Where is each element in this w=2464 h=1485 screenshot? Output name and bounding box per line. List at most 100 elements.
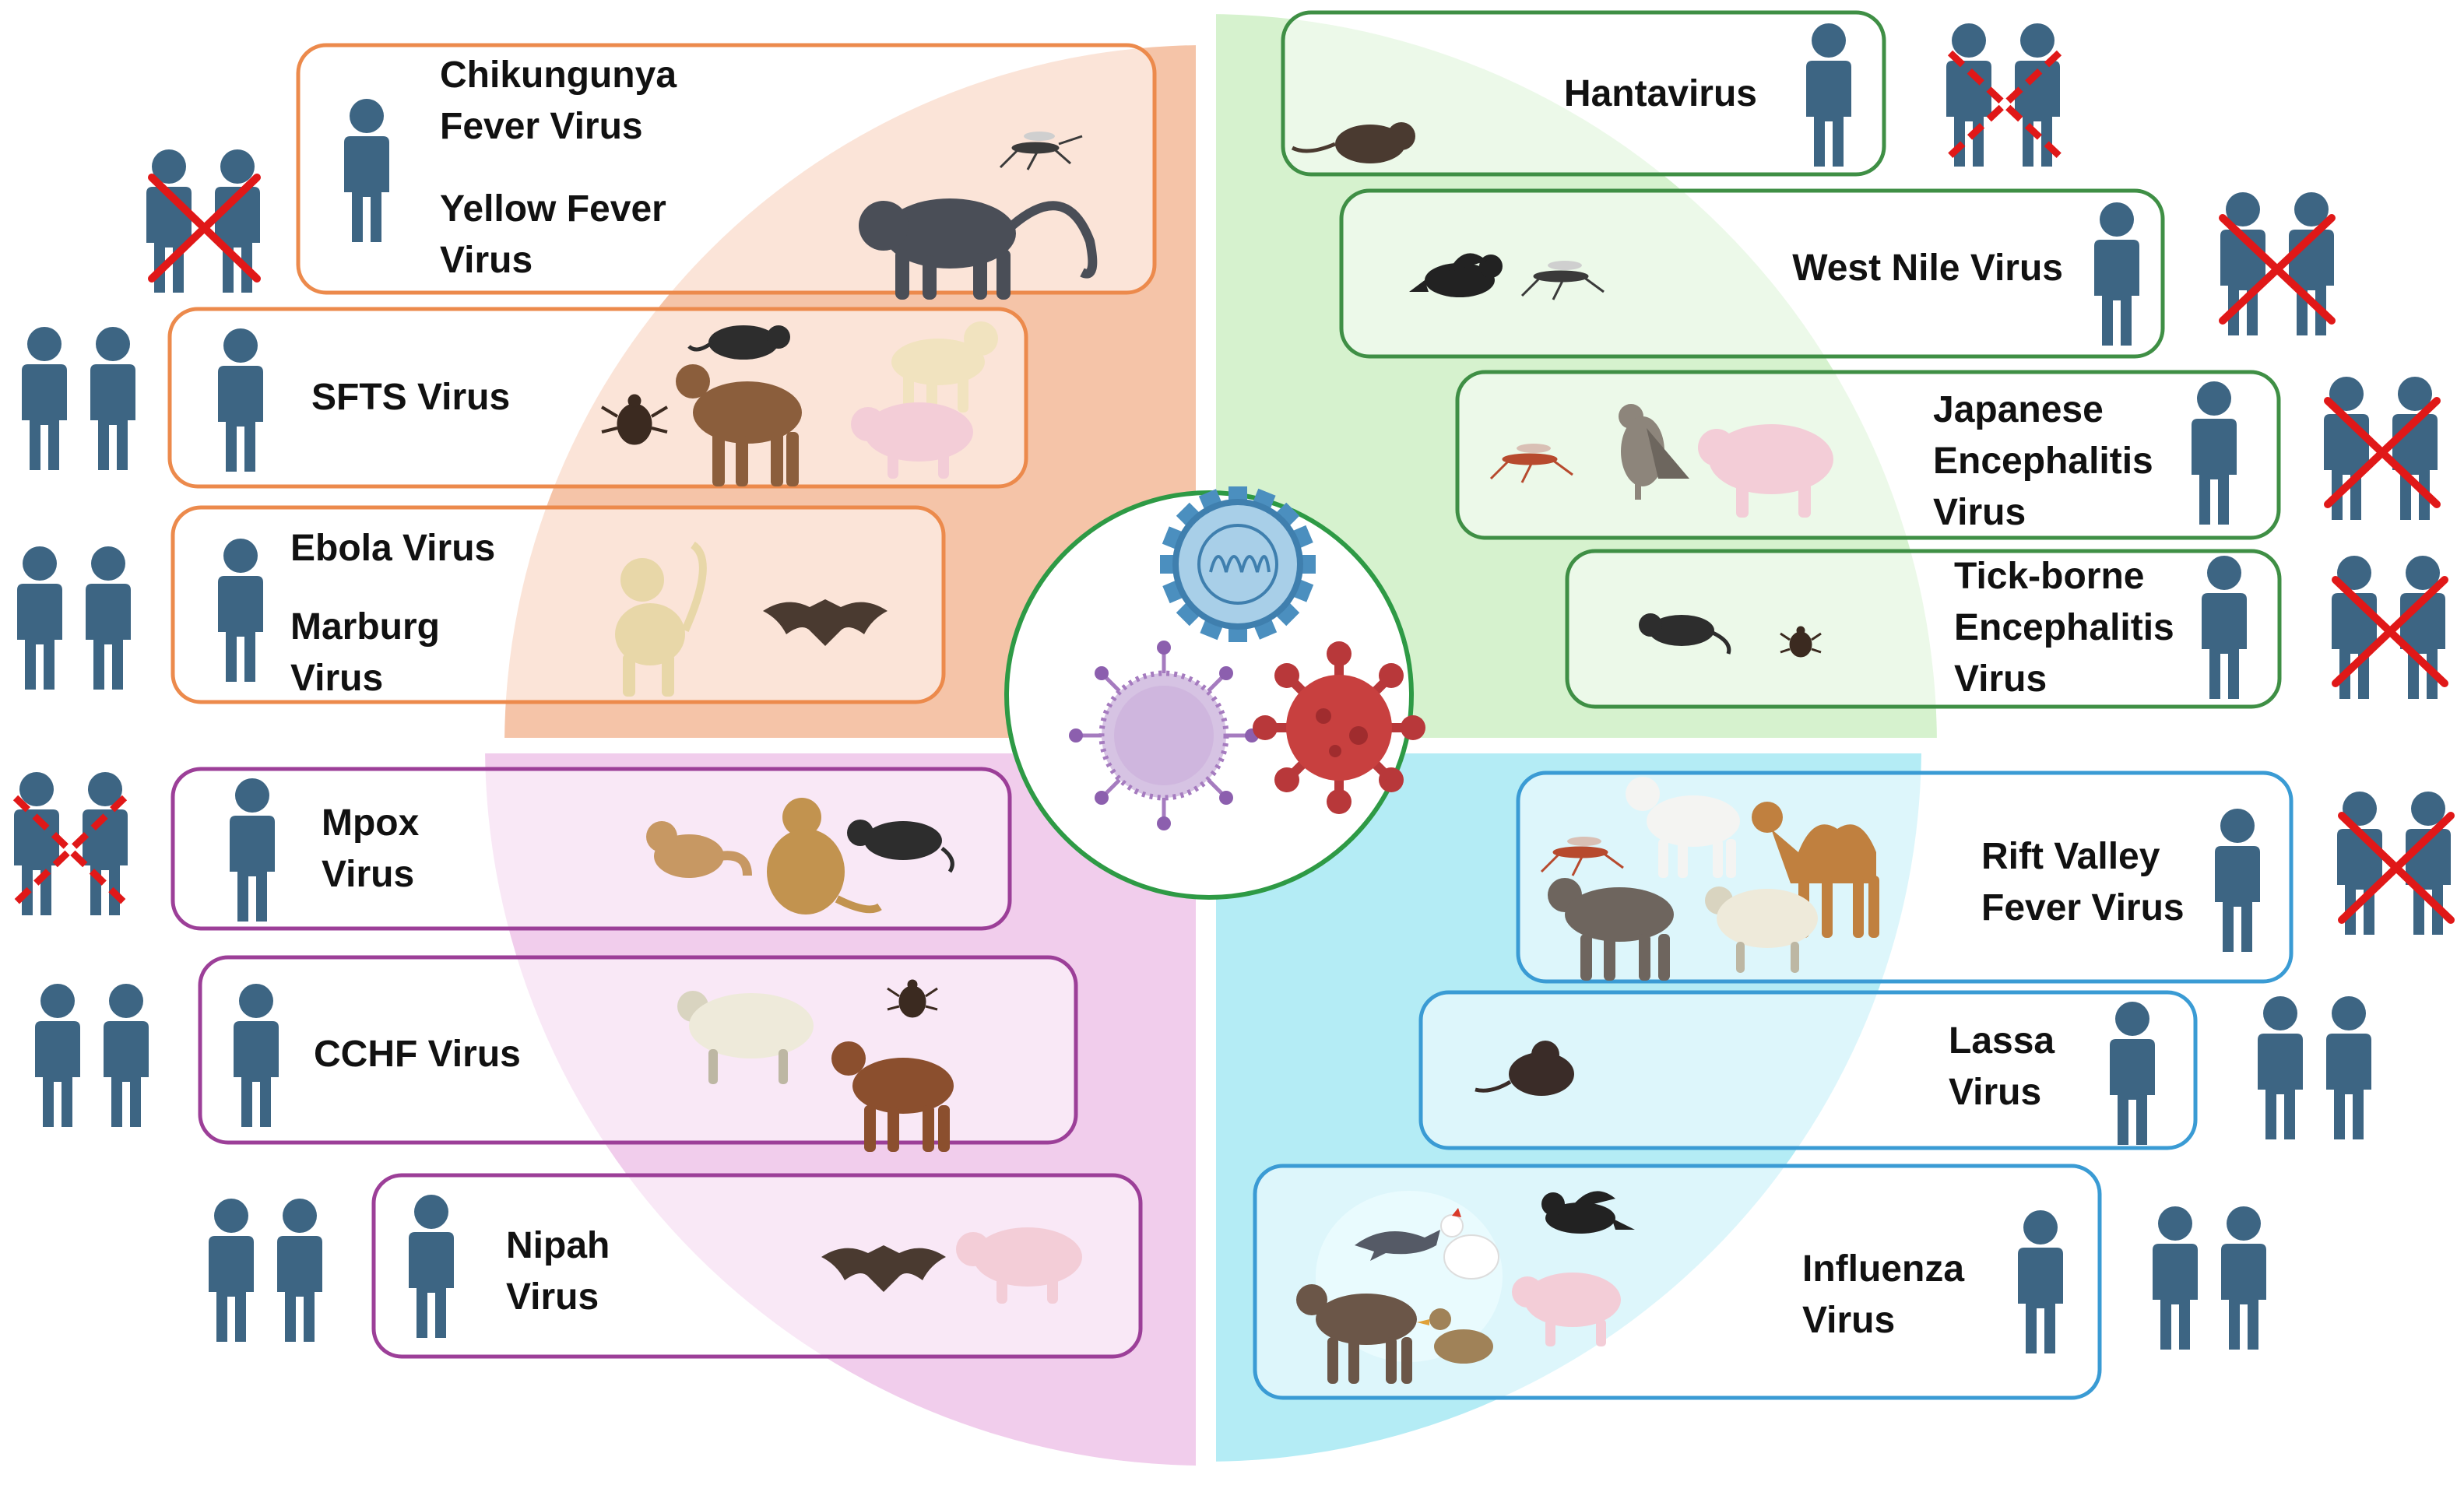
label-west-nile: West Nile Virus	[1792, 243, 2063, 294]
virus-icon	[1069, 641, 1259, 830]
label-line: Encephalitis	[1933, 441, 2153, 482]
label-line: Virus	[440, 240, 533, 281]
mosquito-icon	[1489, 444, 1573, 483]
label-line: Virus	[1949, 1072, 2042, 1113]
card-mpox	[170, 767, 1012, 931]
center-virus-circle	[1004, 486, 1425, 900]
chicken-icon	[1440, 1208, 1499, 1280]
card-influenza	[1253, 1164, 2102, 1400]
label-line: Japanese	[1933, 389, 2104, 430]
mosquito-icon	[1520, 261, 1605, 300]
rat-icon	[1475, 1041, 1574, 1096]
tick-icon	[1780, 626, 1822, 658]
red-cross-icon	[2332, 576, 2448, 687]
label-line: Tick-borne	[1954, 556, 2145, 597]
label-line: SFTS Virus	[311, 377, 511, 418]
monkey-icon	[615, 541, 707, 697]
pig-icon	[1512, 1273, 1621, 1346]
tick-icon	[600, 394, 669, 445]
tick-icon	[887, 979, 938, 1018]
donkey-icon	[1548, 878, 1674, 981]
mosquito-icon	[1540, 837, 1624, 876]
bat-icon	[821, 1245, 946, 1292]
label-cchf: CCHF Virus	[314, 1029, 521, 1080]
label-line: Rift Valley	[1981, 836, 2160, 877]
red-cross-icon	[148, 174, 261, 283]
mosquito-icon	[999, 132, 1083, 170]
rat-icon	[847, 820, 954, 873]
person-pair-icon	[35, 984, 149, 1127]
dog-icon	[891, 321, 998, 412]
label-line: Virus	[322, 854, 415, 895]
dolphin-icon	[1355, 1230, 1440, 1261]
label-line: Fever Virus	[440, 106, 643, 147]
red-cross-icon	[2219, 214, 2336, 325]
person-pair-icon	[17, 546, 131, 690]
rat-icon	[687, 325, 790, 360]
label-line: Nipah	[506, 1225, 610, 1266]
label-line: Virus	[1802, 1300, 1896, 1341]
crow-icon	[1409, 253, 1503, 297]
goat-icon	[1626, 777, 1740, 878]
label-line: Virus	[1954, 658, 2047, 700]
card-japanese-encephalitis	[1455, 370, 2281, 540]
card-cchf	[198, 955, 1078, 1152]
pig-icon	[1698, 424, 1833, 518]
pig-icon	[851, 402, 973, 479]
person-pair-icon	[209, 1199, 322, 1342]
red-cross-icon	[2324, 397, 2441, 508]
label-hantavirus: Hantavirus	[1564, 68, 1757, 120]
person-pair-icon	[2258, 996, 2371, 1139]
chipmunk-icon	[646, 821, 752, 878]
label-line: Virus	[506, 1276, 599, 1318]
label-line: West Nile Virus	[1792, 248, 2063, 289]
duck-icon	[1417, 1308, 1493, 1364]
label-line: Virus	[290, 658, 384, 699]
rat-icon	[1639, 613, 1731, 655]
person-pair-icon	[22, 327, 135, 470]
label-line: Encephalitis	[1954, 607, 2174, 648]
goat-icon	[831, 1041, 954, 1152]
goat-icon	[676, 364, 802, 486]
virus-icon	[1160, 486, 1316, 642]
bat-icon	[763, 599, 888, 646]
card-nipah	[371, 1173, 1143, 1359]
sheep-icon	[1705, 886, 1818, 973]
label-line: Yellow Fever	[440, 188, 666, 230]
label-line: Virus	[1933, 492, 2026, 533]
falcon-icon	[1619, 404, 1689, 500]
card-sfts	[167, 307, 1028, 489]
camel-icon	[1752, 802, 1879, 938]
card-lassa	[1418, 990, 2198, 1150]
card-hantavirus	[1281, 10, 1886, 177]
card-west-nile	[1339, 188, 2165, 359]
red-cross-icon	[2338, 812, 2455, 924]
label-line: Hantavirus	[1563, 73, 1757, 114]
label-line: CCHF Virus	[314, 1034, 521, 1075]
monkey-icon	[859, 198, 1098, 300]
label-line: Mpox	[322, 802, 420, 844]
pig-icon	[956, 1227, 1082, 1304]
crow-icon	[1541, 1191, 1635, 1234]
card-rift-valley	[1516, 771, 2294, 984]
person-pair-icon	[2153, 1206, 2266, 1350]
label-ebola: Ebola Virus	[290, 523, 495, 574]
person-pair-icon	[2220, 192, 2334, 335]
virus-icon	[1253, 641, 1425, 814]
card-chikungunya-yellow-fever	[296, 43, 1157, 300]
card-tick-borne-encephalitis	[1565, 549, 2282, 709]
label-line: Influenza	[1802, 1248, 1965, 1290]
sheep-icon	[677, 991, 814, 1084]
label-sfts: SFTS Virus	[311, 372, 510, 423]
label-line: Marburg	[290, 606, 440, 648]
